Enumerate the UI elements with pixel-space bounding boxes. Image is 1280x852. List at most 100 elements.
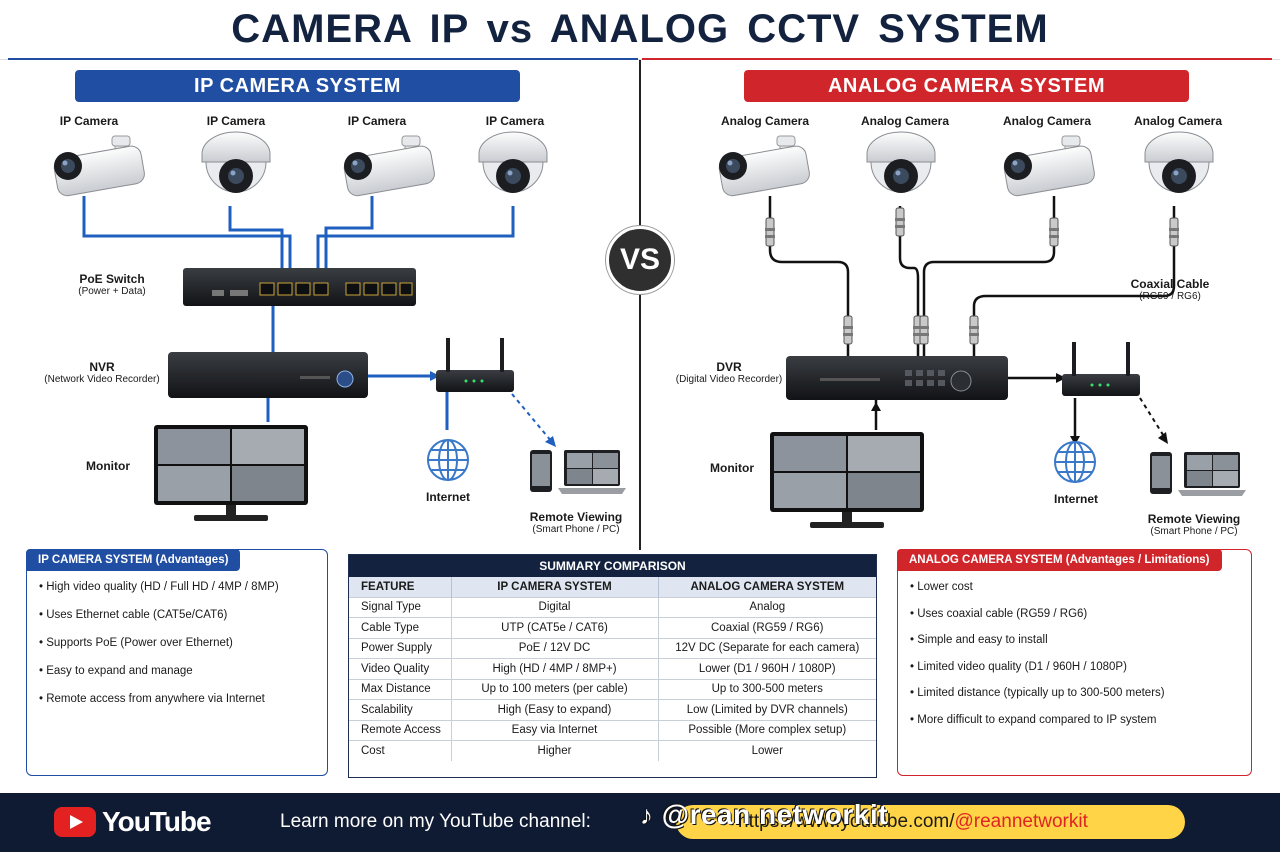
table-header-row: FEATURE IP CAMERA SYSTEM ANALOG CAMERA S… xyxy=(349,577,876,597)
table-cell: Max Distance xyxy=(349,678,452,700)
ip-advantages-title: IP CAMERA SYSTEM (Advantages) xyxy=(26,549,241,571)
summary-title: SUMMARY COMPARISON xyxy=(349,555,876,577)
table-cell: 12V DC (Separate for each camera) xyxy=(658,637,876,659)
table-cell: PoE / 12V DC xyxy=(451,637,659,659)
analog-remote-title: Remote Viewing xyxy=(1147,512,1241,526)
nvr-title: NVR xyxy=(89,360,115,374)
analog-points-title: ANALOG CAMERA SYSTEM (Advantages / Limit… xyxy=(897,549,1222,571)
table-cell: Low (Limited by DVR channels) xyxy=(658,699,876,720)
list-item: Lower cost xyxy=(910,580,1165,594)
channel-url-link[interactable]: https://www.youtube.com/@reannetworkit xyxy=(676,805,1185,839)
list-item: Simple and easy to install xyxy=(910,633,1165,647)
table-cell: Video Quality xyxy=(349,658,452,679)
table-cell: Coaxial (RG59 / RG6) xyxy=(658,617,876,638)
ip-camera-label-2: IP Camera xyxy=(206,114,266,128)
table-cell: Signal Type xyxy=(349,596,452,618)
list-item: Easy to expand and manage xyxy=(39,664,279,678)
watermark-text: @rean networkit xyxy=(661,799,888,830)
list-item: Uses coaxial cable (RG59 / RG6) xyxy=(910,607,1165,621)
table-cell: Cost xyxy=(349,740,452,761)
footer-bar: YouTube Learn more on my YouTube channel… xyxy=(0,793,1280,852)
system-diagram xyxy=(52,131,1246,528)
list-item: Limited video quality (D1 / 960H / 1080P… xyxy=(910,660,1165,674)
table-cell: UTP (CAT5e / CAT6) xyxy=(451,617,659,638)
table-cell: Possible (More complex setup) xyxy=(658,719,876,741)
ip-remote-label: Remote Viewing (Smart Phone / PC) xyxy=(520,510,632,535)
title-bar: CAMERA IP vs ANALOG CCTV SYSTEM xyxy=(0,0,1280,60)
analog-camera-label-4: Analog Camera xyxy=(1133,114,1223,128)
analog-points-list: Lower cost Uses coaxial cable (RG59 / RG… xyxy=(910,580,1165,740)
analog-camera-label-1: Analog Camera xyxy=(720,114,810,128)
coax-label: Coaxial Cable (RG59 / RG6) xyxy=(1120,277,1220,302)
table-cell: Higher xyxy=(451,740,659,761)
table-cell: Power Supply xyxy=(349,637,452,659)
coax-sub: (RG59 / RG6) xyxy=(1139,291,1201,302)
table-cell: High (HD / 4MP / 8MP+) xyxy=(451,658,659,679)
list-item: Remote access from anywhere via Internet xyxy=(39,692,279,706)
page-title: CAMERA IP vs ANALOG CCTV SYSTEM xyxy=(231,7,1049,51)
dvr-label: DVR (Digital Video Recorder) xyxy=(668,360,790,385)
ip-camera-label-4: IP Camera xyxy=(485,114,545,128)
analog-points-panel: ANALOG CAMERA SYSTEM (Advantages / Limit… xyxy=(897,549,1252,776)
ip-camera-label-3: IP Camera xyxy=(347,114,407,128)
ip-rule xyxy=(8,58,638,60)
ip-advantages-list: High video quality (HD / Full HD / 4MP /… xyxy=(39,580,279,720)
poe-switch-label: PoE Switch (Power + Data) xyxy=(62,272,162,297)
tiktok-icon: ♪ xyxy=(640,800,654,830)
ip-system-banner: IP CAMERA SYSTEM xyxy=(75,70,520,102)
analog-internet-label: Internet xyxy=(1053,492,1098,506)
nvr-sub: (Network Video Recorder) xyxy=(44,374,160,385)
footer-text: Learn more on my YouTube channel: xyxy=(280,811,591,832)
table-cell: Remote Access xyxy=(349,719,452,741)
list-item: Supports PoE (Power over Ethernet) xyxy=(39,636,279,650)
channel-url-handle: @reannetworkit xyxy=(954,811,1088,832)
list-item: Uses Ethernet cable (CAT5e/CAT6) xyxy=(39,608,279,622)
table-cell: Lower (D1 / 960H / 1080P) xyxy=(658,658,876,679)
comparison-table: FEATURE IP CAMERA SYSTEM ANALOG CAMERA S… xyxy=(349,577,876,761)
table-cell: High (Easy to expand) xyxy=(451,699,659,720)
table-cell: Digital xyxy=(451,596,659,618)
table-cell: Cable Type xyxy=(349,617,452,638)
channel-url-prefix: https://www.youtube.com/ xyxy=(738,811,955,832)
nvr-label: NVR (Network Video Recorder) xyxy=(38,360,166,385)
table-cell: Analog xyxy=(658,596,876,618)
coax-title: Coaxial Cable xyxy=(1130,277,1210,291)
ip-monitor-label: Monitor xyxy=(86,459,130,473)
ip-remote-sub: (Smart Phone / PC) xyxy=(532,524,620,535)
analog-rule xyxy=(642,58,1272,60)
youtube-wordmark[interactable]: YouTube xyxy=(102,806,212,837)
table-cell: Lower xyxy=(658,740,876,761)
column-header: FEATURE xyxy=(349,577,452,597)
analog-remote-label: Remote Viewing (Smart Phone / PC) xyxy=(1138,512,1250,537)
analog-remote-sub: (Smart Phone / PC) xyxy=(1150,526,1238,537)
youtube-play-icon[interactable] xyxy=(54,807,96,837)
list-item: High video quality (HD / Full HD / 4MP /… xyxy=(39,580,278,594)
column-header: ANALOG CAMERA SYSTEM xyxy=(658,577,876,597)
list-item: Limited distance (typically up to 300-50… xyxy=(910,686,1164,700)
tiktok-watermark: ♪ @rean networkit xyxy=(640,799,888,831)
table-cell: Scalability xyxy=(349,699,452,720)
center-divider xyxy=(639,60,641,550)
poe-switch-sub: (Power + Data) xyxy=(78,286,146,297)
table-cell: Up to 300-500 meters xyxy=(658,678,876,700)
table-cell: Up to 100 meters (per cable) xyxy=(451,678,659,700)
analog-system-banner: ANALOG CAMERA SYSTEM xyxy=(744,70,1189,102)
ip-camera-label-1: IP Camera xyxy=(59,114,119,128)
ip-internet-label: Internet xyxy=(425,490,470,504)
dvr-sub: (Digital Video Recorder) xyxy=(675,374,783,385)
ip-advantages-panel: IP CAMERA SYSTEM (Advantages) High video… xyxy=(26,549,328,776)
list-item: More difficult to expand compared to IP … xyxy=(910,713,1165,727)
ip-remote-title: Remote Viewing xyxy=(529,510,623,524)
analog-monitor-label: Monitor xyxy=(710,461,754,475)
analog-camera-label-2: Analog Camera xyxy=(860,114,950,128)
table-cell: Easy via Internet xyxy=(451,719,659,741)
poe-switch-title: PoE Switch xyxy=(79,272,145,286)
analog-camera-label-3: Analog Camera xyxy=(1002,114,1092,128)
